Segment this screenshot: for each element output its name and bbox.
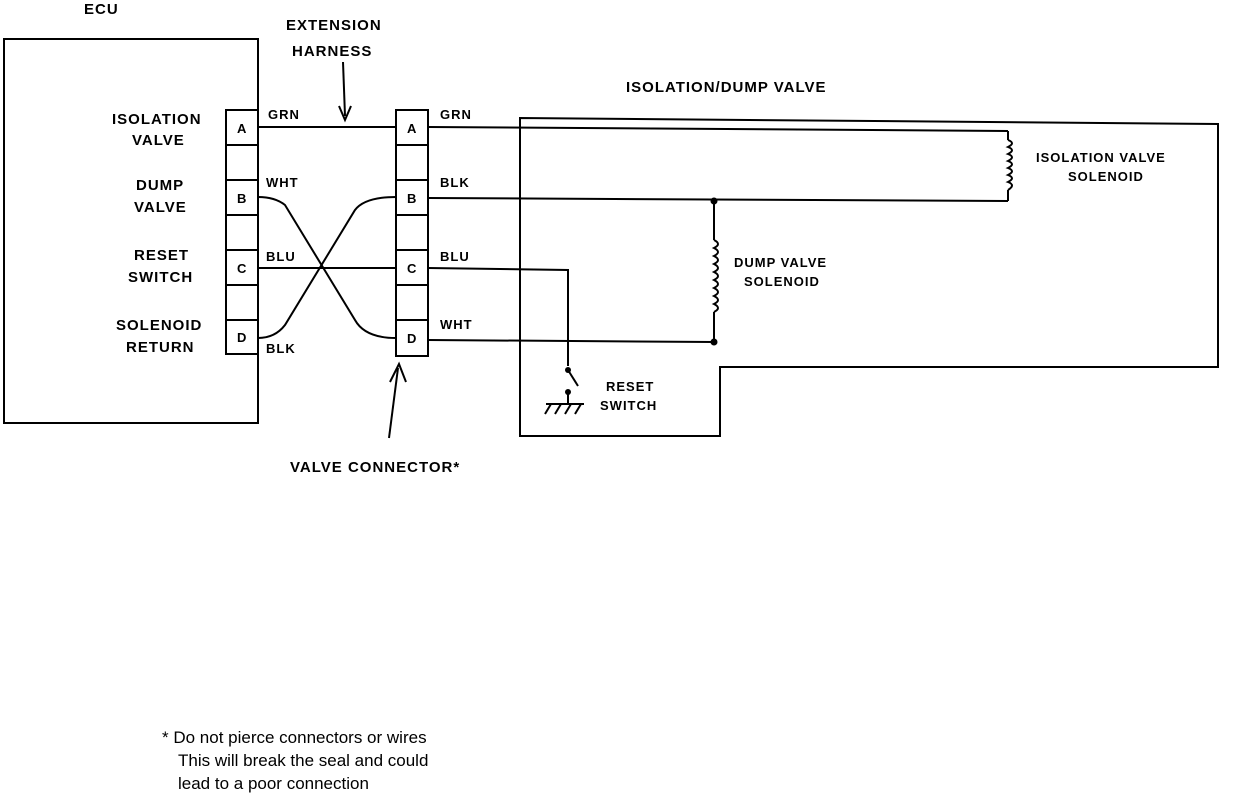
- footnote-line-2: This will break the seal and could: [178, 751, 429, 770]
- ecu-label-isolation-valve-line1: ISOLATION: [112, 111, 202, 128]
- harness-wires: [257, 126, 397, 339]
- ecu-label-isolation-valve-line2: VALVE: [132, 132, 185, 149]
- ecu-label-dump-valve-line2: VALVE: [134, 199, 187, 216]
- valve-wire-label-d: WHT: [440, 317, 473, 332]
- dump-solenoid-coil-icon: [711, 239, 719, 313]
- valve-wire-label-a: GRN: [440, 107, 472, 122]
- ecu-box: [3, 38, 259, 424]
- footnote-line-1: * Do not pierce connectors or wires: [162, 728, 427, 747]
- ecu-wire-label-a: GRN: [268, 107, 300, 122]
- ecu-pin-column: [225, 109, 259, 355]
- extension-harness-label-line2: HARNESS: [292, 43, 372, 60]
- valve-assembly-outline: [519, 116, 1219, 437]
- ecu-label-solenoid-return-line2: RETURN: [126, 339, 195, 356]
- reset-switch-label-line2: SWITCH: [600, 398, 657, 413]
- ecu-pin-a: A: [237, 121, 247, 136]
- valve-connector-label: VALVE CONNECTOR*: [290, 459, 460, 476]
- ecu-label-reset-switch-line1: RESET: [134, 247, 189, 264]
- ecu-wire-label-d: BLK: [266, 341, 296, 356]
- valve-internal-wires: [427, 126, 1009, 366]
- valve-connector-pin-b: B: [407, 191, 416, 206]
- valve-wire-label-c: BLU: [440, 249, 470, 264]
- dump-solenoid-label-line2: SOLENOID: [744, 274, 820, 289]
- footnote-line-3: lead to a poor connection: [178, 774, 369, 793]
- isolation-solenoid-coil-icon: [1005, 139, 1013, 191]
- ecu-label-reset-switch-line2: SWITCH: [128, 269, 193, 286]
- extension-harness-label-line1: EXTENSION: [286, 17, 382, 34]
- valve-connector-pin-a: A: [407, 121, 417, 136]
- reset-switch-icon: [565, 367, 579, 404]
- junction-dot: [710, 338, 718, 346]
- ecu-wire-label-b: WHT: [266, 175, 299, 190]
- valve-connector-pin-d: D: [407, 331, 416, 346]
- reset-switch-label-line1: RESET: [606, 379, 654, 394]
- ecu-label-solenoid-return-line1: SOLENOID: [116, 317, 202, 334]
- isolation-solenoid-label-line1: ISOLATION VALVE: [1036, 150, 1166, 165]
- dump-solenoid-label-line1: DUMP VALVE: [734, 255, 827, 270]
- ecu-label-dump-valve-line1: DUMP: [136, 177, 184, 194]
- valve-connector-arrow: [388, 361, 407, 439]
- ecu-pin-c: C: [237, 261, 247, 276]
- valve-wire-label-b: BLK: [440, 175, 470, 190]
- extension-harness-arrow: [338, 61, 352, 123]
- isolation-solenoid-label-line2: SOLENOID: [1068, 169, 1144, 184]
- footnote: * Do not pierce connectors or wires This…: [162, 726, 582, 795]
- ecu-wire-label-c: BLU: [266, 249, 296, 264]
- ecu-pin-d: D: [237, 330, 246, 345]
- valve-assembly-title: ISOLATION/DUMP VALVE: [626, 79, 827, 96]
- valve-connector-pin-c: C: [407, 261, 417, 276]
- valve-connector-pin-column: [395, 109, 429, 357]
- junction-dot: [710, 197, 718, 205]
- ecu-pin-b: B: [237, 191, 246, 206]
- ecu-title: ECU: [84, 1, 119, 18]
- ground-icon: [544, 403, 584, 415]
